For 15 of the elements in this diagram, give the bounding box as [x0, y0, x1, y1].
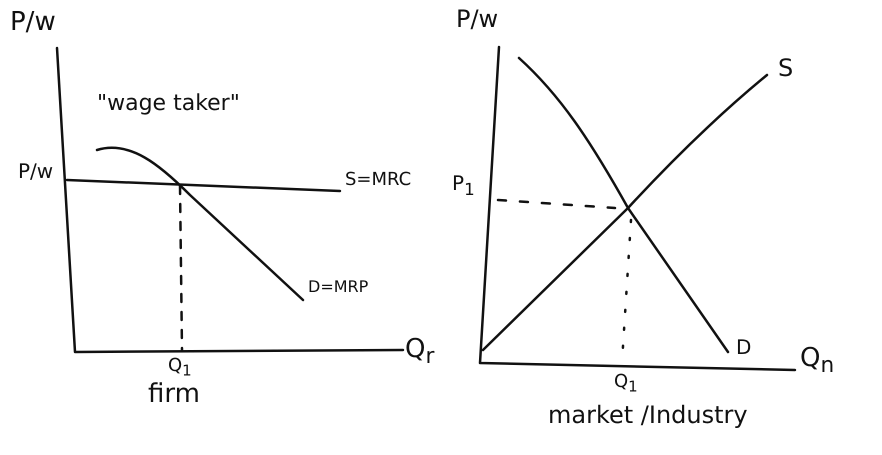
axis-label: P/w — [10, 8, 56, 37]
tick-label: Q$_{1}$ — [614, 372, 638, 396]
panel-caption: market /Industry — [548, 402, 748, 428]
curve-label: S=MRC — [345, 170, 412, 190]
curve-label: D — [736, 336, 752, 358]
curve-label: D=MRP — [308, 278, 368, 296]
axis-label: Q$_{r}$ — [405, 335, 434, 370]
tick-label: P$_{1}$ — [452, 172, 475, 200]
curve-label: S — [778, 55, 794, 82]
axis-label: P/w — [456, 6, 498, 32]
axis-label: Q$_{n}$ — [800, 344, 834, 378]
tick-label: P/w — [18, 160, 54, 182]
tick-label: Q$_{1}$ — [168, 356, 192, 380]
panel-caption: firm — [148, 380, 200, 409]
annotation-text: "wage taker" — [97, 92, 240, 116]
